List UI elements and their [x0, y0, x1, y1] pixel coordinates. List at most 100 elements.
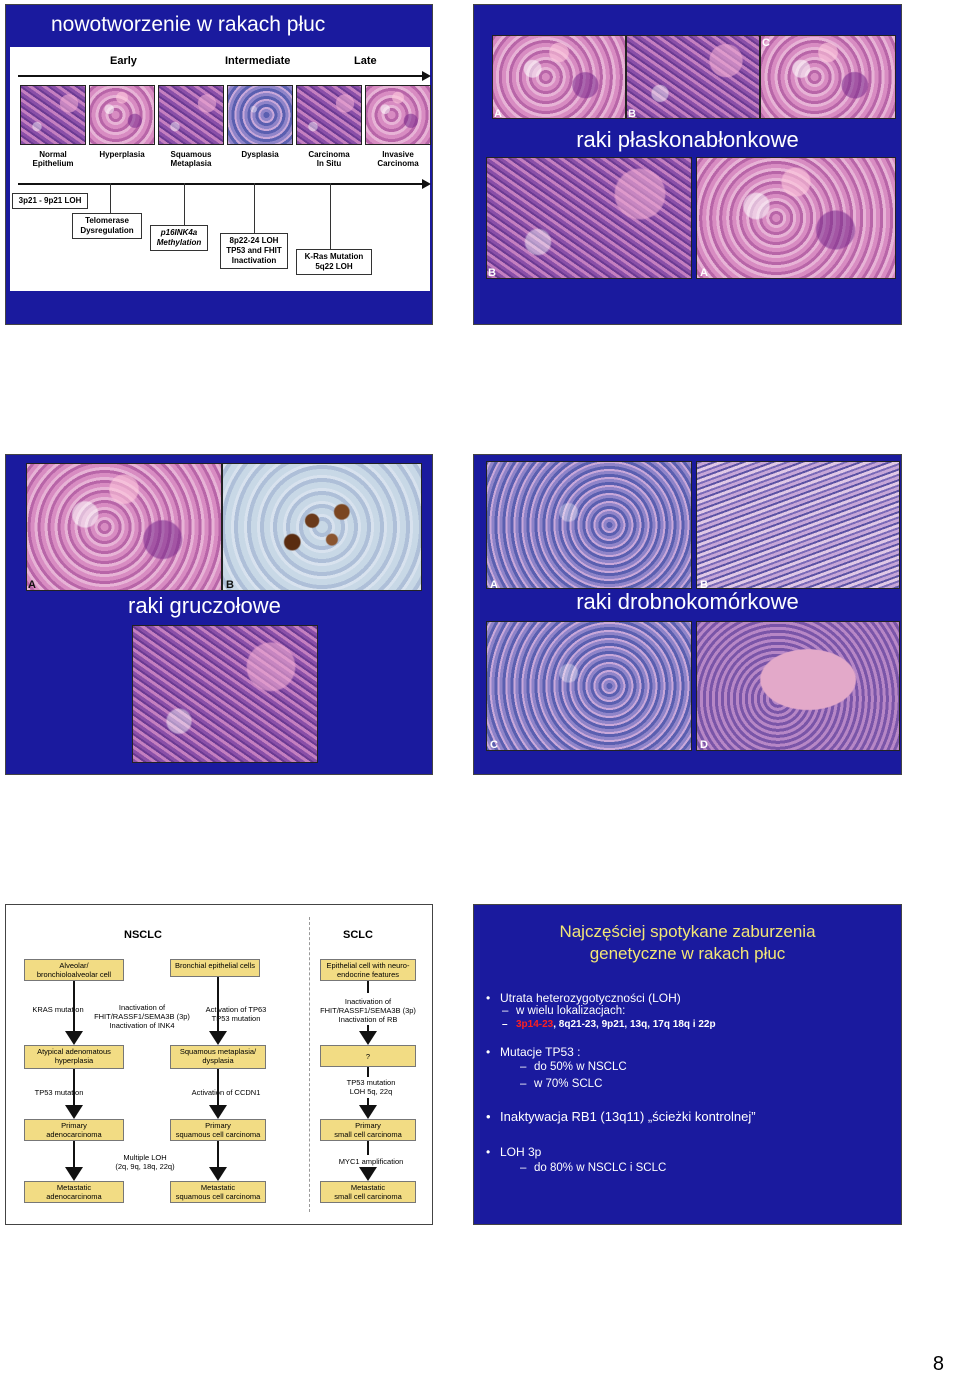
- panel-label: C: [490, 739, 498, 751]
- event-kras: KRAS mutation: [32, 1005, 84, 1014]
- sub-nsclc: do 50% w NSCLC: [520, 1061, 627, 1073]
- micrograph-e: [696, 157, 896, 279]
- primary-squamous: Primary squamous cell carcinoma: [170, 1119, 266, 1141]
- nsclc-heading: NSCLC: [124, 929, 162, 941]
- connector: [184, 183, 185, 225]
- histology-normal: [20, 85, 86, 145]
- sclc-heading: SCLC: [343, 929, 373, 941]
- event-fhit-sclc: Inactivation of FHIT/RASSF1/SEMA3B (3p) …: [320, 997, 416, 1024]
- micrograph-a: [26, 463, 222, 591]
- timeline-arrow-bottom: [18, 183, 423, 185]
- metastatic-adeno: Metastatic adenocarcinoma: [24, 1181, 124, 1203]
- tile-label: Invasive Carcinoma: [377, 150, 419, 168]
- event-p16: p16INK4a Methylation: [150, 225, 208, 251]
- histology-dysplasia: [227, 85, 293, 145]
- bullet-loh-cont: w wielu lokalizacjach:: [502, 1005, 625, 1017]
- carcinogenesis-diagram: Early Intermediate Late Normal Epitheliu…: [10, 47, 431, 291]
- slide-title: Najczęściej spotykane zaburzenia genetyc…: [559, 922, 816, 963]
- arrow-shaft: [217, 1141, 219, 1169]
- histology-cis: [296, 85, 362, 145]
- bullet-loh3p: LOH 3p: [486, 1145, 542, 1159]
- micrograph-d: [486, 157, 692, 279]
- tile-label: Hyperplasia: [99, 150, 145, 159]
- panel-label: D: [700, 739, 708, 751]
- bullet-text: Mutacje TP53 :: [500, 1045, 581, 1059]
- bullet-text: Inaktywacja RB1 (13q11) „ścieżki kontrol…: [500, 1109, 756, 1124]
- panel-label: B: [628, 108, 636, 120]
- loci-text: , 8q21-23, 9p21, 13q, 17q 18q i 22p: [553, 1019, 716, 1030]
- arrow-shaft: [217, 1069, 219, 1107]
- down-arrow-icon: [359, 1105, 377, 1119]
- slide-title: raki płaskonabłonkowe: [576, 127, 799, 152]
- panel-label: A: [490, 579, 498, 591]
- event-ccdn1: Activation of CCDN1: [191, 1088, 261, 1097]
- down-arrow-icon: [65, 1167, 83, 1181]
- slide-title: raki drobnokomórkowe: [576, 589, 799, 614]
- histology-invasive: [365, 85, 431, 145]
- micrograph-c: [486, 621, 692, 751]
- stage-late: Late: [354, 55, 377, 67]
- timeline-arrow-top: [18, 75, 423, 77]
- arrow-shaft: [73, 1141, 75, 1169]
- micrograph-c: [760, 35, 896, 119]
- event-tp53: 8p22-24 LOH TP53 and FHIT Inactivation: [220, 233, 288, 269]
- slide-sclc: A B raki drobnokomórkowe C D: [473, 454, 902, 775]
- down-arrow-icon: [209, 1031, 227, 1045]
- bullet-text: LOH 3p: [500, 1145, 542, 1159]
- page-number: 8: [932, 1353, 944, 1375]
- arrow-shaft: [367, 1098, 369, 1106]
- metastatic-squamous: Metastatic squamous cell carcinoma: [170, 1181, 266, 1203]
- slide-title: nowotworzenie w rakach płuc: [51, 13, 326, 36]
- stage-intermediate: Intermediate: [225, 55, 291, 67]
- bullet-text: do 80% w NSCLC i SCLC: [534, 1162, 667, 1174]
- slide-genetic-changes: Najczęściej spotykane zaburzenia genetyc…: [473, 904, 902, 1225]
- slide-pathways: NSCLC SCLC Alveolar/ bronchioloalveolar …: [5, 904, 433, 1225]
- connector: [110, 183, 111, 213]
- event-telomerase: Telomerase Dysregulation: [72, 213, 142, 239]
- stage-early: Early: [110, 55, 137, 67]
- arrow-shaft: [367, 981, 369, 993]
- panel-label: B: [226, 579, 234, 591]
- down-arrow-icon: [65, 1031, 83, 1045]
- column-divider: [309, 917, 310, 1212]
- arrow-shaft: [367, 1067, 369, 1077]
- panel-label: C: [762, 37, 770, 49]
- arrow-head-icon: [422, 179, 431, 189]
- panel-label: A: [494, 108, 502, 120]
- histology-hyperplasia: [89, 85, 155, 145]
- micrograph-b: [626, 35, 760, 119]
- slide-adeno: A B raki gruczołowe: [5, 454, 433, 775]
- event-tp53-sclc: TP53 mutation LOH 5q, 22q: [346, 1078, 396, 1096]
- panel-label: A: [700, 267, 708, 279]
- panel-label: B: [488, 267, 496, 279]
- event-tp63: Activation of TP63 TP53 mutation: [205, 1005, 267, 1023]
- micrograph-b: [696, 461, 900, 589]
- origin-alveolar: Alveolar/ bronchioloalveolar cell: [24, 959, 124, 981]
- arrow-shaft: [367, 1025, 369, 1033]
- origin-bronchial: Bronchial epithelial cells: [170, 959, 260, 977]
- bullet-text: w 70% SCLC: [534, 1078, 603, 1090]
- bullet-text: Utrata heterozygotyczności (LOH): [500, 991, 681, 1005]
- arrow-shaft: [367, 1141, 369, 1155]
- down-arrow-icon: [359, 1031, 377, 1045]
- bullet-tp53: Mutacje TP53 :: [486, 1045, 581, 1059]
- sub-loh3p: do 80% w NSCLC i SCLC: [520, 1162, 667, 1174]
- micrograph-a: [492, 35, 626, 119]
- tile-label: Dysplasia: [241, 150, 279, 159]
- slide-squamous: A B C raki płaskonabłonkowe B A: [473, 4, 902, 325]
- bullet-rb1: Inaktywacja RB1 (13q11) „ścieżki kontrol…: [486, 1109, 756, 1125]
- connector: [254, 183, 255, 233]
- connector: [330, 183, 331, 249]
- arrow-shaft: [73, 981, 75, 1033]
- down-arrow-icon: [209, 1167, 227, 1181]
- arrow-shaft: [73, 1069, 75, 1107]
- arrow-head-icon: [422, 71, 431, 81]
- micrograph-d: [696, 621, 900, 751]
- micrograph-c: [132, 625, 318, 763]
- primary-adeno: Primary adenocarcinoma: [24, 1119, 124, 1141]
- event-loh: 3p21 - 9p21 LOH: [12, 193, 88, 209]
- tile-label: Squamous Metaplasia: [170, 150, 212, 168]
- primary-sclc: Primary small cell carcinoma: [320, 1119, 416, 1141]
- micrograph-b: [222, 463, 422, 591]
- tile-label: Normal Epithelium: [32, 150, 74, 168]
